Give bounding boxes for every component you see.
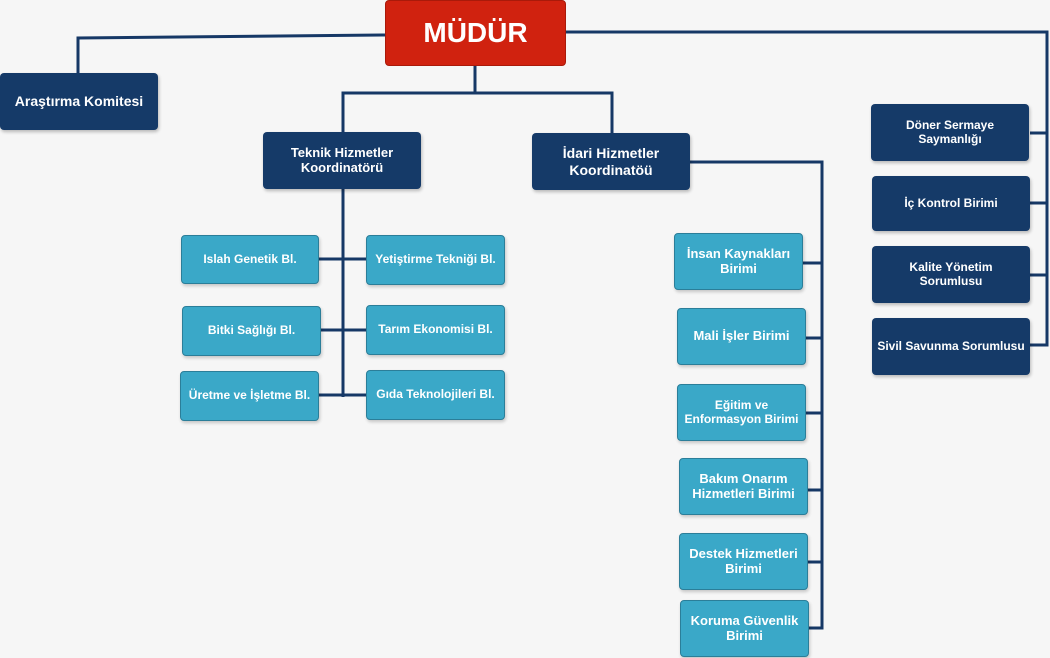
- unit-label: Yetiştirme Tekniği Bl.: [375, 252, 496, 267]
- unit-tarim-ekonomisi: Tarım Ekonomisi Bl.: [366, 305, 505, 355]
- unit-label: İç Kontrol Birimi: [904, 195, 998, 210]
- unit-islah-genetik: Islah Genetik Bl.: [181, 235, 319, 284]
- unit-label: Bitki Sağlığı Bl.: [207, 323, 296, 338]
- label-line: Koordinatöü: [569, 161, 653, 178]
- label-line: Koordinatörü: [300, 159, 384, 175]
- label-line: Hizmetleri Birimi: [692, 485, 795, 501]
- label-line: Destek Hizmetleri: [689, 545, 798, 561]
- unit-label: Islah Genetik Bl.: [203, 251, 297, 266]
- unit-mali-isler: Mali İşler Birimi: [677, 308, 806, 365]
- label-line: Eğitim ve: [714, 397, 769, 412]
- label-line: Birimi: [725, 560, 762, 576]
- unit-label: Mali İşler Birimi: [693, 328, 790, 344]
- label-line: Saymanlığı: [918, 131, 982, 146]
- director-label: MÜDÜR: [423, 16, 528, 48]
- label-line: Koruma Güvenlik: [690, 612, 799, 628]
- research-committee-label: Araştırma Komitesi: [14, 93, 144, 110]
- unit-uretme-isletme: Üretme ve İşletme Bl.: [180, 371, 319, 421]
- label-line: Döner Sermaye: [905, 117, 995, 132]
- label-line: Birimi: [726, 627, 763, 643]
- unit-label: Tarım Ekonomisi Bl.: [378, 322, 493, 337]
- unit-gida-teknolojileri: Gıda Teknolojileri Bl.: [366, 370, 505, 420]
- label-line: Birimi: [720, 260, 757, 276]
- label-line: İdari Hizmetler: [562, 145, 660, 162]
- label-line: Bakım Onarım: [699, 470, 788, 486]
- unit-label: Üretme ve İşletme Bl.: [188, 388, 311, 403]
- unit-label: Sivil Savunma Sorumlusu: [877, 338, 1025, 353]
- unit-ic-kontrol: İç Kontrol Birimi: [872, 176, 1030, 231]
- label-line: İnsan Kaynakları: [686, 245, 791, 261]
- unit-bitki-sagligi: Bitki Sağlığı Bl.: [182, 306, 321, 356]
- label-line: Teknik Hizmetler: [290, 144, 394, 160]
- director-box: MÜDÜR: [385, 0, 566, 66]
- label-line: Enformasyon Birimi: [684, 411, 799, 426]
- label-line: Kalite Yönetim: [909, 259, 993, 274]
- unit-label: Gıda Teknolojileri Bl.: [376, 387, 495, 402]
- unit-yetistirme-teknigi: Yetiştirme Tekniği Bl.: [366, 235, 505, 285]
- label-line: Sorumlusu: [919, 273, 983, 288]
- unit-sivil-savunma: Sivil Savunma Sorumlusu: [872, 318, 1030, 375]
- research-committee-box: Araştırma Komitesi: [0, 73, 158, 130]
